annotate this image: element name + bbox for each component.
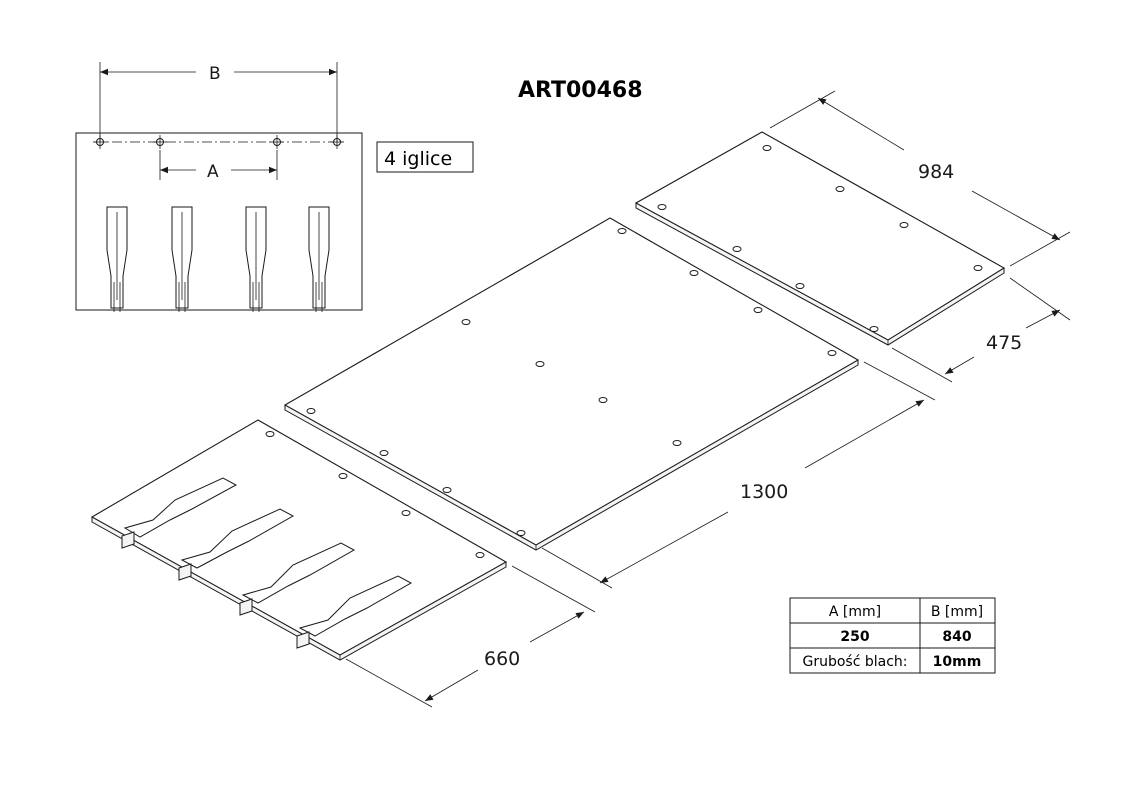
dimension-984: 984: [769, 90, 1071, 267]
needle-slots-top: [106, 206, 330, 312]
table-thickness-label: Grubość blach:: [802, 654, 907, 670]
plate-large-holes: [306, 228, 837, 536]
dimension-a-label: A: [207, 162, 219, 182]
dimension-660: 660: [345, 565, 596, 708]
plate-small-holes: [657, 145, 983, 332]
table-header-a: A [mm]: [829, 604, 881, 620]
table-value-a: 250: [840, 629, 869, 645]
table-header-b: B [mm]: [931, 604, 983, 620]
plate-needles-holes: [265, 431, 485, 558]
plate-large: [283, 217, 860, 551]
table-thickness-value: 10mm: [933, 654, 982, 670]
needle-count-note: 4 iglice: [384, 148, 452, 170]
dimension-660-value: 660: [484, 648, 520, 670]
dimension-1300-value: 1300: [740, 481, 788, 503]
top-view: B A: [75, 62, 363, 312]
dimension-984-value: 984: [918, 161, 954, 183]
plate-small: [634, 131, 1006, 346]
dimension-b-label: B: [209, 64, 221, 84]
plate-needles: [90, 419, 508, 661]
note-box: [376, 141, 474, 173]
table-value-b: 840: [942, 629, 971, 645]
dimension-1300: 1300: [541, 361, 936, 589]
drawing-title: ART00468: [518, 78, 643, 103]
dimension-475-value: 475: [986, 332, 1022, 354]
spec-table: A [mm] B [mm] 250 840 Grubość blach: 10m…: [789, 597, 996, 674]
dimension-475: 475: [891, 277, 1071, 383]
needle-slots-iso: [121, 477, 413, 649]
